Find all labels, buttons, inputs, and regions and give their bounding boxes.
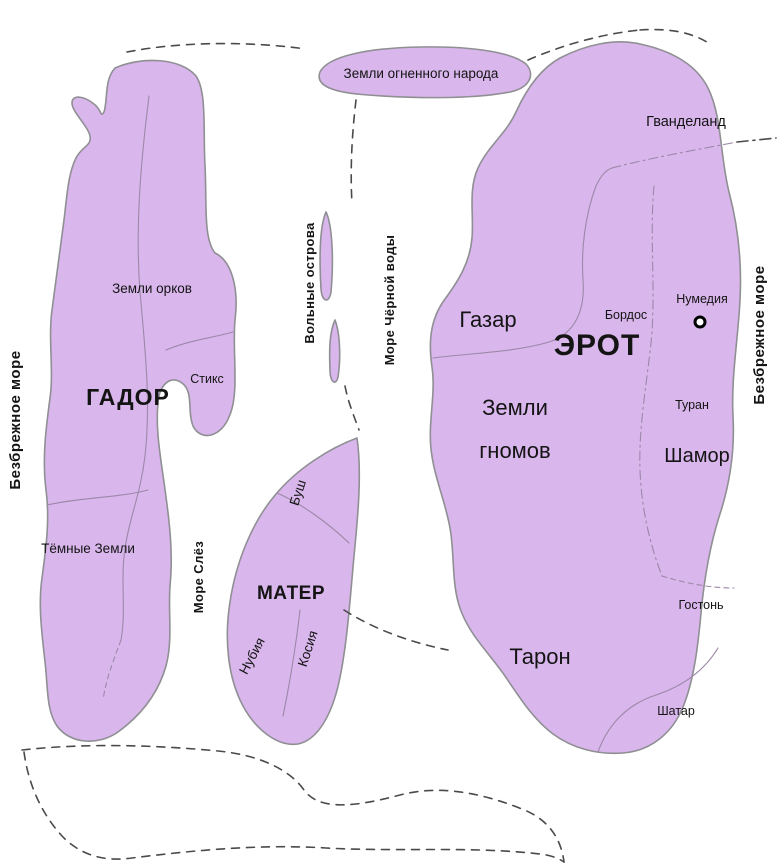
nubia-kosia-border bbox=[282, 609, 301, 717]
sea-border-center-upper bbox=[350, 99, 357, 205]
sea-border-top-left bbox=[126, 42, 307, 53]
gvandeland-border bbox=[611, 141, 738, 169]
label-numedia: Нумедия bbox=[676, 292, 727, 306]
erot-landmass bbox=[429, 41, 742, 755]
sea-border-top-right bbox=[639, 28, 711, 45]
label-bordos: Бордос bbox=[605, 308, 647, 322]
goston-north-border bbox=[661, 575, 735, 589]
sea-border-center-lower bbox=[344, 385, 360, 431]
label-goston: Гостонь bbox=[678, 598, 723, 612]
label-dark-lands: Тёмные Земли bbox=[41, 541, 135, 556]
mater-landmass bbox=[226, 437, 361, 746]
label-sea-west: Безбрежное море bbox=[7, 350, 24, 489]
label-orc-lands: Земли орков bbox=[112, 281, 192, 296]
sea-border-south-coast-lower bbox=[23, 751, 565, 863]
gador-inner-border-south bbox=[102, 639, 122, 701]
sea-border-east bbox=[736, 137, 777, 143]
shatar-border bbox=[597, 647, 719, 753]
label-turan: Туран bbox=[675, 398, 709, 412]
numedia-city-marker bbox=[693, 315, 707, 329]
bush-border bbox=[276, 492, 350, 544]
label-shatar: Шатар bbox=[657, 704, 695, 718]
label-gnome-lands-line2: гномов bbox=[479, 438, 550, 463]
label-sea-of-tears: Море Слёз bbox=[191, 541, 206, 614]
label-gnome-lands-line1: Земли bbox=[482, 395, 548, 420]
gador-inner-border-main bbox=[120, 95, 150, 641]
label-sea-east: Безбрежное море bbox=[751, 265, 768, 404]
label-gvandeland: Гванделанд bbox=[646, 114, 726, 130]
label-mater: МАТЕР bbox=[257, 583, 325, 604]
gazar-border bbox=[432, 167, 613, 359]
free-island-south bbox=[328, 319, 341, 383]
label-gazar: Газар bbox=[459, 307, 516, 332]
styx-border bbox=[165, 331, 234, 351]
shamor-west-border bbox=[639, 185, 663, 577]
label-shamor: Шамор bbox=[664, 445, 729, 467]
label-sea-black-water: Море Чёрной воды bbox=[382, 235, 397, 366]
label-free-islands: Вольные острова bbox=[302, 222, 317, 344]
label-fire-people-island: Земли огненного народа bbox=[344, 66, 499, 81]
label-taron: Тарон bbox=[509, 644, 570, 669]
label-erot: ЭРОТ bbox=[554, 329, 641, 362]
sea-border-south-coast-upper bbox=[21, 744, 565, 863]
free-island-north bbox=[319, 211, 334, 301]
dark-lands-border bbox=[46, 489, 149, 506]
sea-border-center-bottom bbox=[343, 609, 449, 651]
label-gador: ГАДОР bbox=[86, 384, 170, 410]
gador-landmass bbox=[39, 59, 237, 742]
fire-people-island bbox=[318, 46, 532, 99]
label-styx: Стикс bbox=[190, 372, 224, 386]
